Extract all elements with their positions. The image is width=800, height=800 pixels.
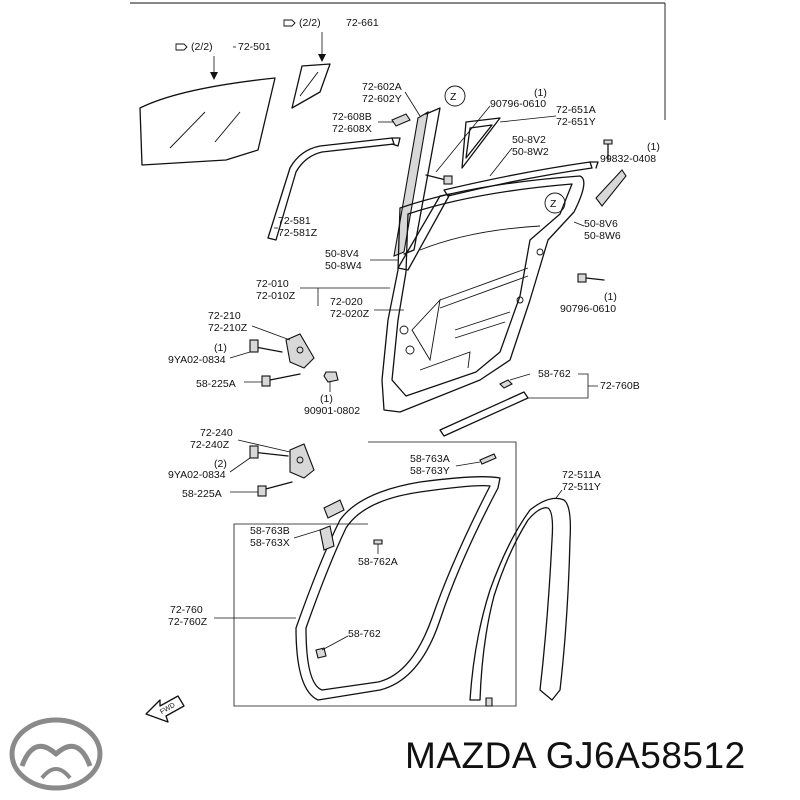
label-9YA02-0834: 9YA02-0834: [168, 469, 226, 481]
callout-z-lower: Z: [544, 192, 566, 214]
label-72-511Y: 72-511Y: [562, 481, 601, 493]
ref-number: 72-661: [346, 17, 379, 29]
bolt-90796: [425, 174, 453, 185]
label-58-763Y: 58-763Y: [410, 465, 450, 477]
label-72-581: 72-581: [278, 215, 311, 227]
label-72-020Z: 72-020Z: [330, 308, 370, 320]
label-58-763B: 58-763B: [250, 525, 290, 537]
label-58-225A: 58-225A: [182, 488, 222, 500]
label-72-210: 72-210: [208, 310, 241, 322]
part-labels: 72-602A 72-602Y (1) 90796-0610 72-651A 7…: [168, 81, 660, 651]
label-58-763A: 58-763A: [410, 453, 450, 465]
label-72-760: 72-760: [170, 604, 203, 616]
label-qty: (1): [320, 393, 333, 405]
label-50-8W4: 50-8W4: [325, 260, 362, 272]
belt-weatherstrip: [439, 379, 529, 437]
bolt-90796-right: [577, 273, 605, 283]
label-58-225A: 58-225A: [196, 378, 236, 390]
label-50-8W6: 50-8W6: [584, 230, 621, 242]
fwd-arrow-icon: FWD: [145, 695, 185, 723]
label-72-581Z: 72-581Z: [278, 227, 318, 239]
door-weatherstrip: [295, 453, 501, 701]
door-glass: [139, 56, 276, 166]
label-72-240: 72-240: [200, 427, 233, 439]
hand-pointer-icon: [283, 19, 296, 27]
ref-number: 72-501: [238, 41, 271, 53]
label-99832-0408: 99832-0408: [600, 153, 656, 165]
label-qty: (1): [214, 342, 227, 354]
label-58-762A: 58-762A: [358, 556, 398, 568]
weatherstrip-box: [233, 441, 517, 707]
clip-72-608: [391, 113, 411, 127]
label-72-240Z: 72-240Z: [190, 439, 230, 451]
label-90901-0802: 90901-0802: [304, 405, 360, 417]
label-9YA02-0834: 9YA02-0834: [168, 354, 226, 366]
quarter-glass: [291, 32, 331, 109]
svg-text:FWD: FWD: [159, 702, 176, 716]
label-qty: (2): [214, 458, 227, 470]
label-50-8V4: 50-8V4: [325, 248, 359, 260]
label-72-020: 72-020: [330, 296, 363, 308]
ref-72-661: (2/2) 72-661: [283, 17, 379, 29]
label-90796-0610: 90796-0610: [490, 98, 546, 110]
label-72-602A: 72-602A: [362, 81, 402, 93]
screw-99832: [603, 139, 613, 161]
label-72-602Y: 72-602Y: [362, 93, 402, 105]
label-72-651Y: 72-651Y: [556, 116, 596, 128]
label-72-210Z: 72-210Z: [208, 322, 248, 334]
ref-72-501: (2/2) 72-501: [175, 41, 271, 53]
ref-label: (2/2): [191, 41, 213, 53]
label-72-010: 72-010: [256, 278, 289, 290]
label-72-608X: 72-608X: [332, 123, 372, 135]
label-50-8W2: 50-8W2: [512, 146, 549, 158]
label-72-760B: 72-760B: [600, 380, 640, 392]
label-72-608B: 72-608B: [332, 111, 372, 123]
callout-z-upper: Z: [444, 85, 466, 107]
label-50-8V6: 50-8V6: [584, 218, 618, 230]
label-72-651A: 72-651A: [556, 104, 596, 116]
label-qty: (1): [604, 291, 617, 303]
label-58-762: 58-762: [538, 368, 571, 380]
label-qty: (1): [647, 141, 660, 153]
label-72-010Z: 72-010Z: [256, 290, 296, 302]
label-qty: (1): [534, 87, 547, 99]
door-shell: [381, 175, 585, 413]
lower-hinge: [249, 443, 315, 497]
hand-pointer-icon: [175, 43, 188, 51]
label-58-762: 58-762: [348, 628, 381, 640]
trim-50-8V6: [595, 169, 627, 207]
label-90796-0610: 90796-0610: [560, 303, 616, 315]
label-72-511A: 72-511A: [562, 469, 601, 481]
run-channel: [267, 137, 401, 241]
corner-garnish: [461, 117, 501, 169]
brand-part-number: MAZDA GJ6A58512: [405, 735, 746, 776]
svg-text:Z: Z: [450, 91, 457, 103]
label-50-8V2: 50-8V2: [512, 134, 546, 146]
ref-label: (2/2): [299, 17, 321, 29]
body-weatherstrip: [469, 497, 572, 707]
svg-text:Z: Z: [550, 198, 557, 210]
label-58-763X: 58-763X: [250, 537, 290, 549]
mazda-logo-icon: [9, 717, 103, 791]
upper-hinge: [249, 333, 339, 387]
sash-molding: [393, 107, 441, 257]
label-72-760Z: 72-760Z: [168, 616, 208, 628]
